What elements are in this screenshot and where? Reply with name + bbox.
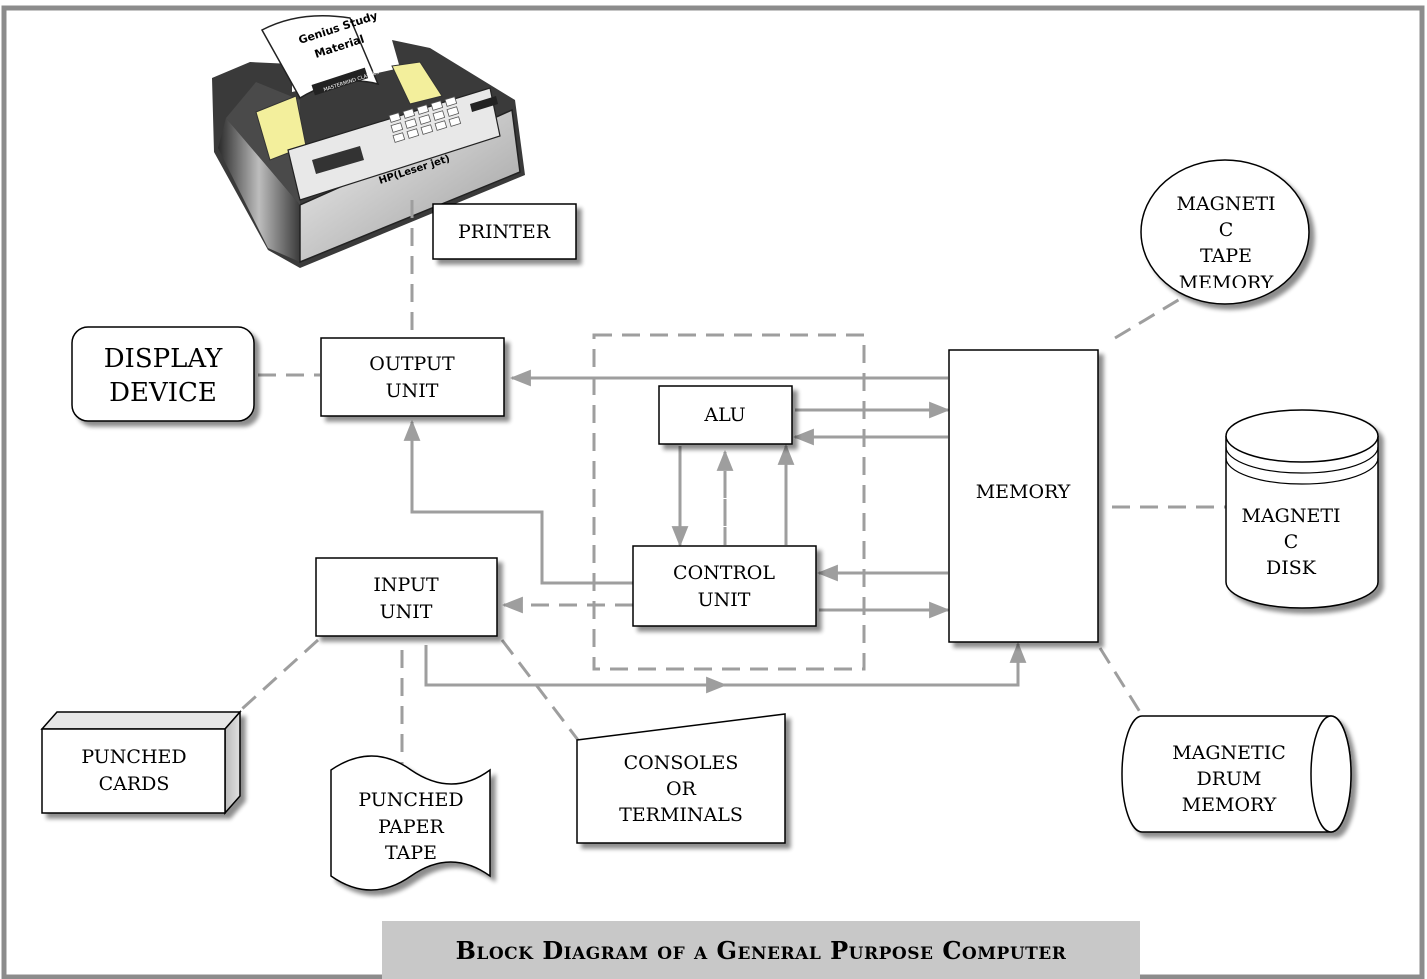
- output-unit-box: [321, 338, 504, 416]
- output-unit-line1: OUTPUT: [369, 353, 455, 375]
- magnetic-tape-line1: MAGNETI: [1176, 193, 1275, 215]
- magnetic-drum-line2: DRUM: [1196, 768, 1261, 790]
- magnetic-tape-line3: TAPE: [1200, 245, 1252, 267]
- magnetic-drum-line1: MAGNETIC: [1172, 742, 1286, 764]
- control-unit-line2: UNIT: [698, 589, 751, 611]
- input-unit-line2: UNIT: [380, 601, 433, 623]
- punched-paper-tape-line3: TAPE: [385, 842, 437, 864]
- punched-cards-line1: PUNCHED: [81, 746, 186, 768]
- display-device-line2: DEVICE: [109, 378, 217, 408]
- caption-box: Block Diagram of a General Purpose Compu…: [382, 921, 1140, 979]
- printer-label: PRINTER: [458, 221, 551, 243]
- diagram-caption: Block Diagram of a General Purpose Compu…: [456, 936, 1067, 965]
- consoles-line2: OR: [666, 778, 697, 800]
- magnetic-drum-line3: MEMORY: [1182, 794, 1277, 816]
- punched-cards-line2: CARDS: [99, 773, 170, 795]
- control-unit-box: [633, 546, 816, 626]
- magnetic-tape-line2: C: [1219, 219, 1234, 241]
- consoles-line1: CONSOLES: [624, 752, 739, 774]
- alu-label: ALU: [703, 404, 745, 426]
- consoles-line3: TERMINALS: [619, 804, 743, 826]
- input-unit-box: [316, 558, 497, 636]
- control-unit-line1: CONTROL: [673, 562, 775, 584]
- magnetic-disk-line2: C: [1284, 531, 1299, 553]
- input-unit-line1: INPUT: [373, 574, 439, 596]
- magnetic-disk-line3: DISK: [1266, 557, 1317, 579]
- punched-paper-tape-line2: PAPER: [378, 816, 444, 838]
- output-unit-line2: UNIT: [386, 380, 439, 402]
- memory-label: MEMORY: [976, 481, 1071, 503]
- display-device-line1: DISPLAY: [104, 344, 223, 374]
- magnetic-disk-line1: MAGNETI: [1241, 505, 1340, 527]
- punched-paper-tape-line1: PUNCHED: [358, 789, 463, 811]
